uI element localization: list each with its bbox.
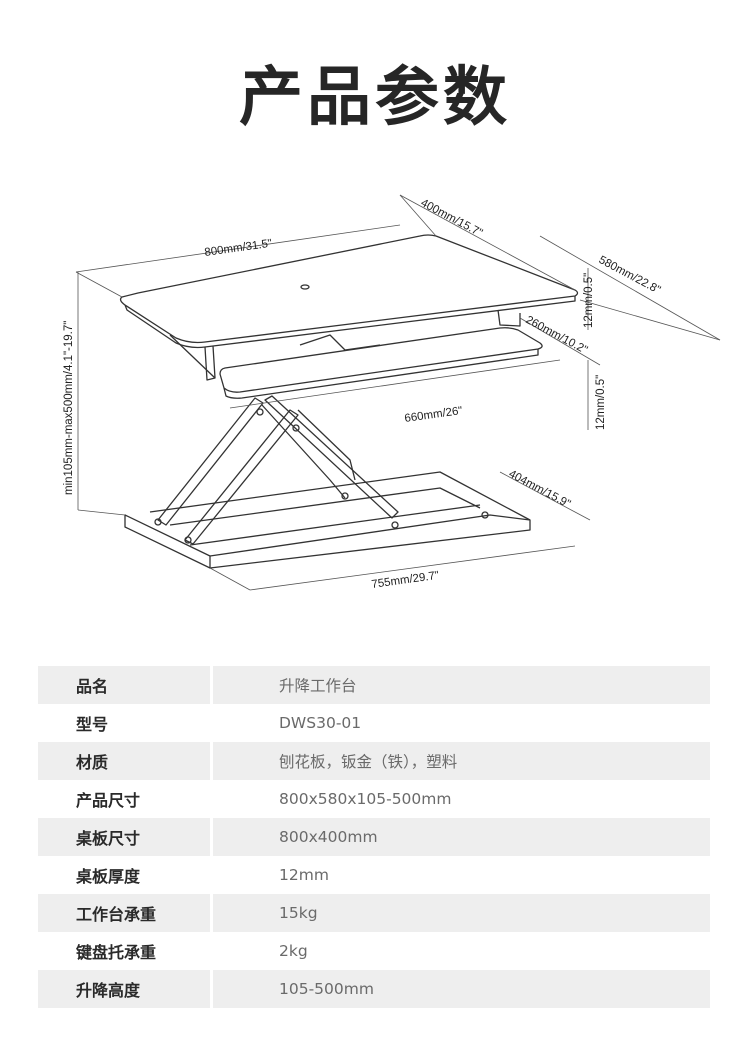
spec-value: 800x580x105-500mm [279,790,452,808]
spec-value: 15kg [213,894,710,932]
spec-label: 品名 [38,666,210,704]
spec-value: 刨花板，钣金（铁），塑料 [213,742,710,780]
dim-height-range: min105mm-max500mm/4.1"-19.7" [63,321,75,495]
dim-board-width: 800mm/31.5" [204,238,273,259]
spec-label: 工作台承重 [38,894,210,932]
keyboard-tray [219,327,543,393]
product-dimension-diagram: 800mm/31.5" 400mm/15.7" 580mm/22.8" 12mm… [0,180,750,620]
spec-value: DWS30-01 [279,714,362,732]
dim-board-depth: 400mm/15.7" [419,197,485,240]
dim-base-depth: 404mm/15.9" [507,468,573,511]
spec-label: 键盘托承重 [76,943,157,962]
spec-value: 105-500mm [213,970,710,1008]
dim-total-depth: 580mm/22.8" [597,254,663,297]
dim-keyboard-thickness: 12mm/0.5" [595,375,607,430]
dim-keyboard-width: 660mm/26" [404,405,464,425]
spec-row: 桌板厚度 12mm [38,856,710,894]
spec-row: 材质 刨花板，钣金（铁），塑料 [38,742,710,780]
spec-label: 型号 [76,715,109,734]
spec-row: 键盘托承重 2kg [38,932,710,970]
spec-table: 品名 升降工作台 型号 DWS30-01 材质 刨花板，钣金（铁），塑料 产品尺… [38,666,710,1008]
spec-value: 升降工作台 [213,666,710,704]
spec-value: 2kg [279,942,308,960]
spec-value: 800x400mm [213,818,710,856]
dim-base-width: 755mm/29.7" [371,570,440,591]
scissor-leg [157,397,264,526]
desk-board [119,234,579,344]
page-title: 产品参数 [239,61,511,135]
spec-label: 桌板厚度 [76,867,141,886]
dim-board-thickness: 12mm/0.5" [583,273,595,328]
spec-row: 升降高度 105-500mm [38,970,710,1008]
spec-row: 桌板尺寸 800x400mm [38,818,710,856]
spec-label: 桌板尺寸 [38,818,210,856]
spec-row: 工作台承重 15kg [38,894,710,932]
spec-label: 升降高度 [38,970,210,1008]
spec-value: 12mm [279,866,329,884]
spec-row: 产品尺寸 800x580x105-500mm [38,780,710,818]
spec-label: 产品尺寸 [76,791,141,810]
spec-label: 材质 [38,742,210,780]
spec-row: 品名 升降工作台 [38,666,710,704]
spec-row: 型号 DWS30-01 [38,704,710,742]
